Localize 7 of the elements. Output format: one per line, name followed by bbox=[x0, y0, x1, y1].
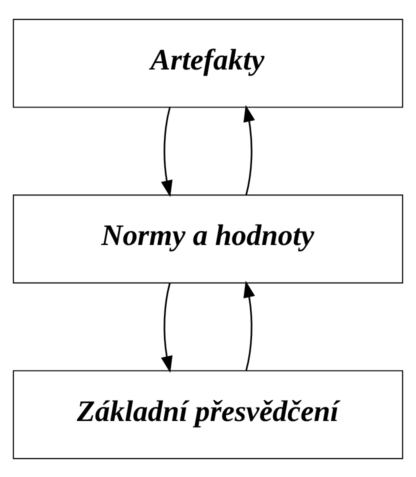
arrow bbox=[243, 280, 255, 370]
arrow bbox=[161, 106, 172, 197]
arrow bbox=[243, 104, 255, 194]
arrow bbox=[161, 282, 172, 372]
node-box: Normy a hodnoty bbox=[12, 194, 404, 283]
node-box: Artefakty bbox=[12, 18, 404, 108]
node-box: Základní přesvědčení bbox=[12, 370, 404, 459]
